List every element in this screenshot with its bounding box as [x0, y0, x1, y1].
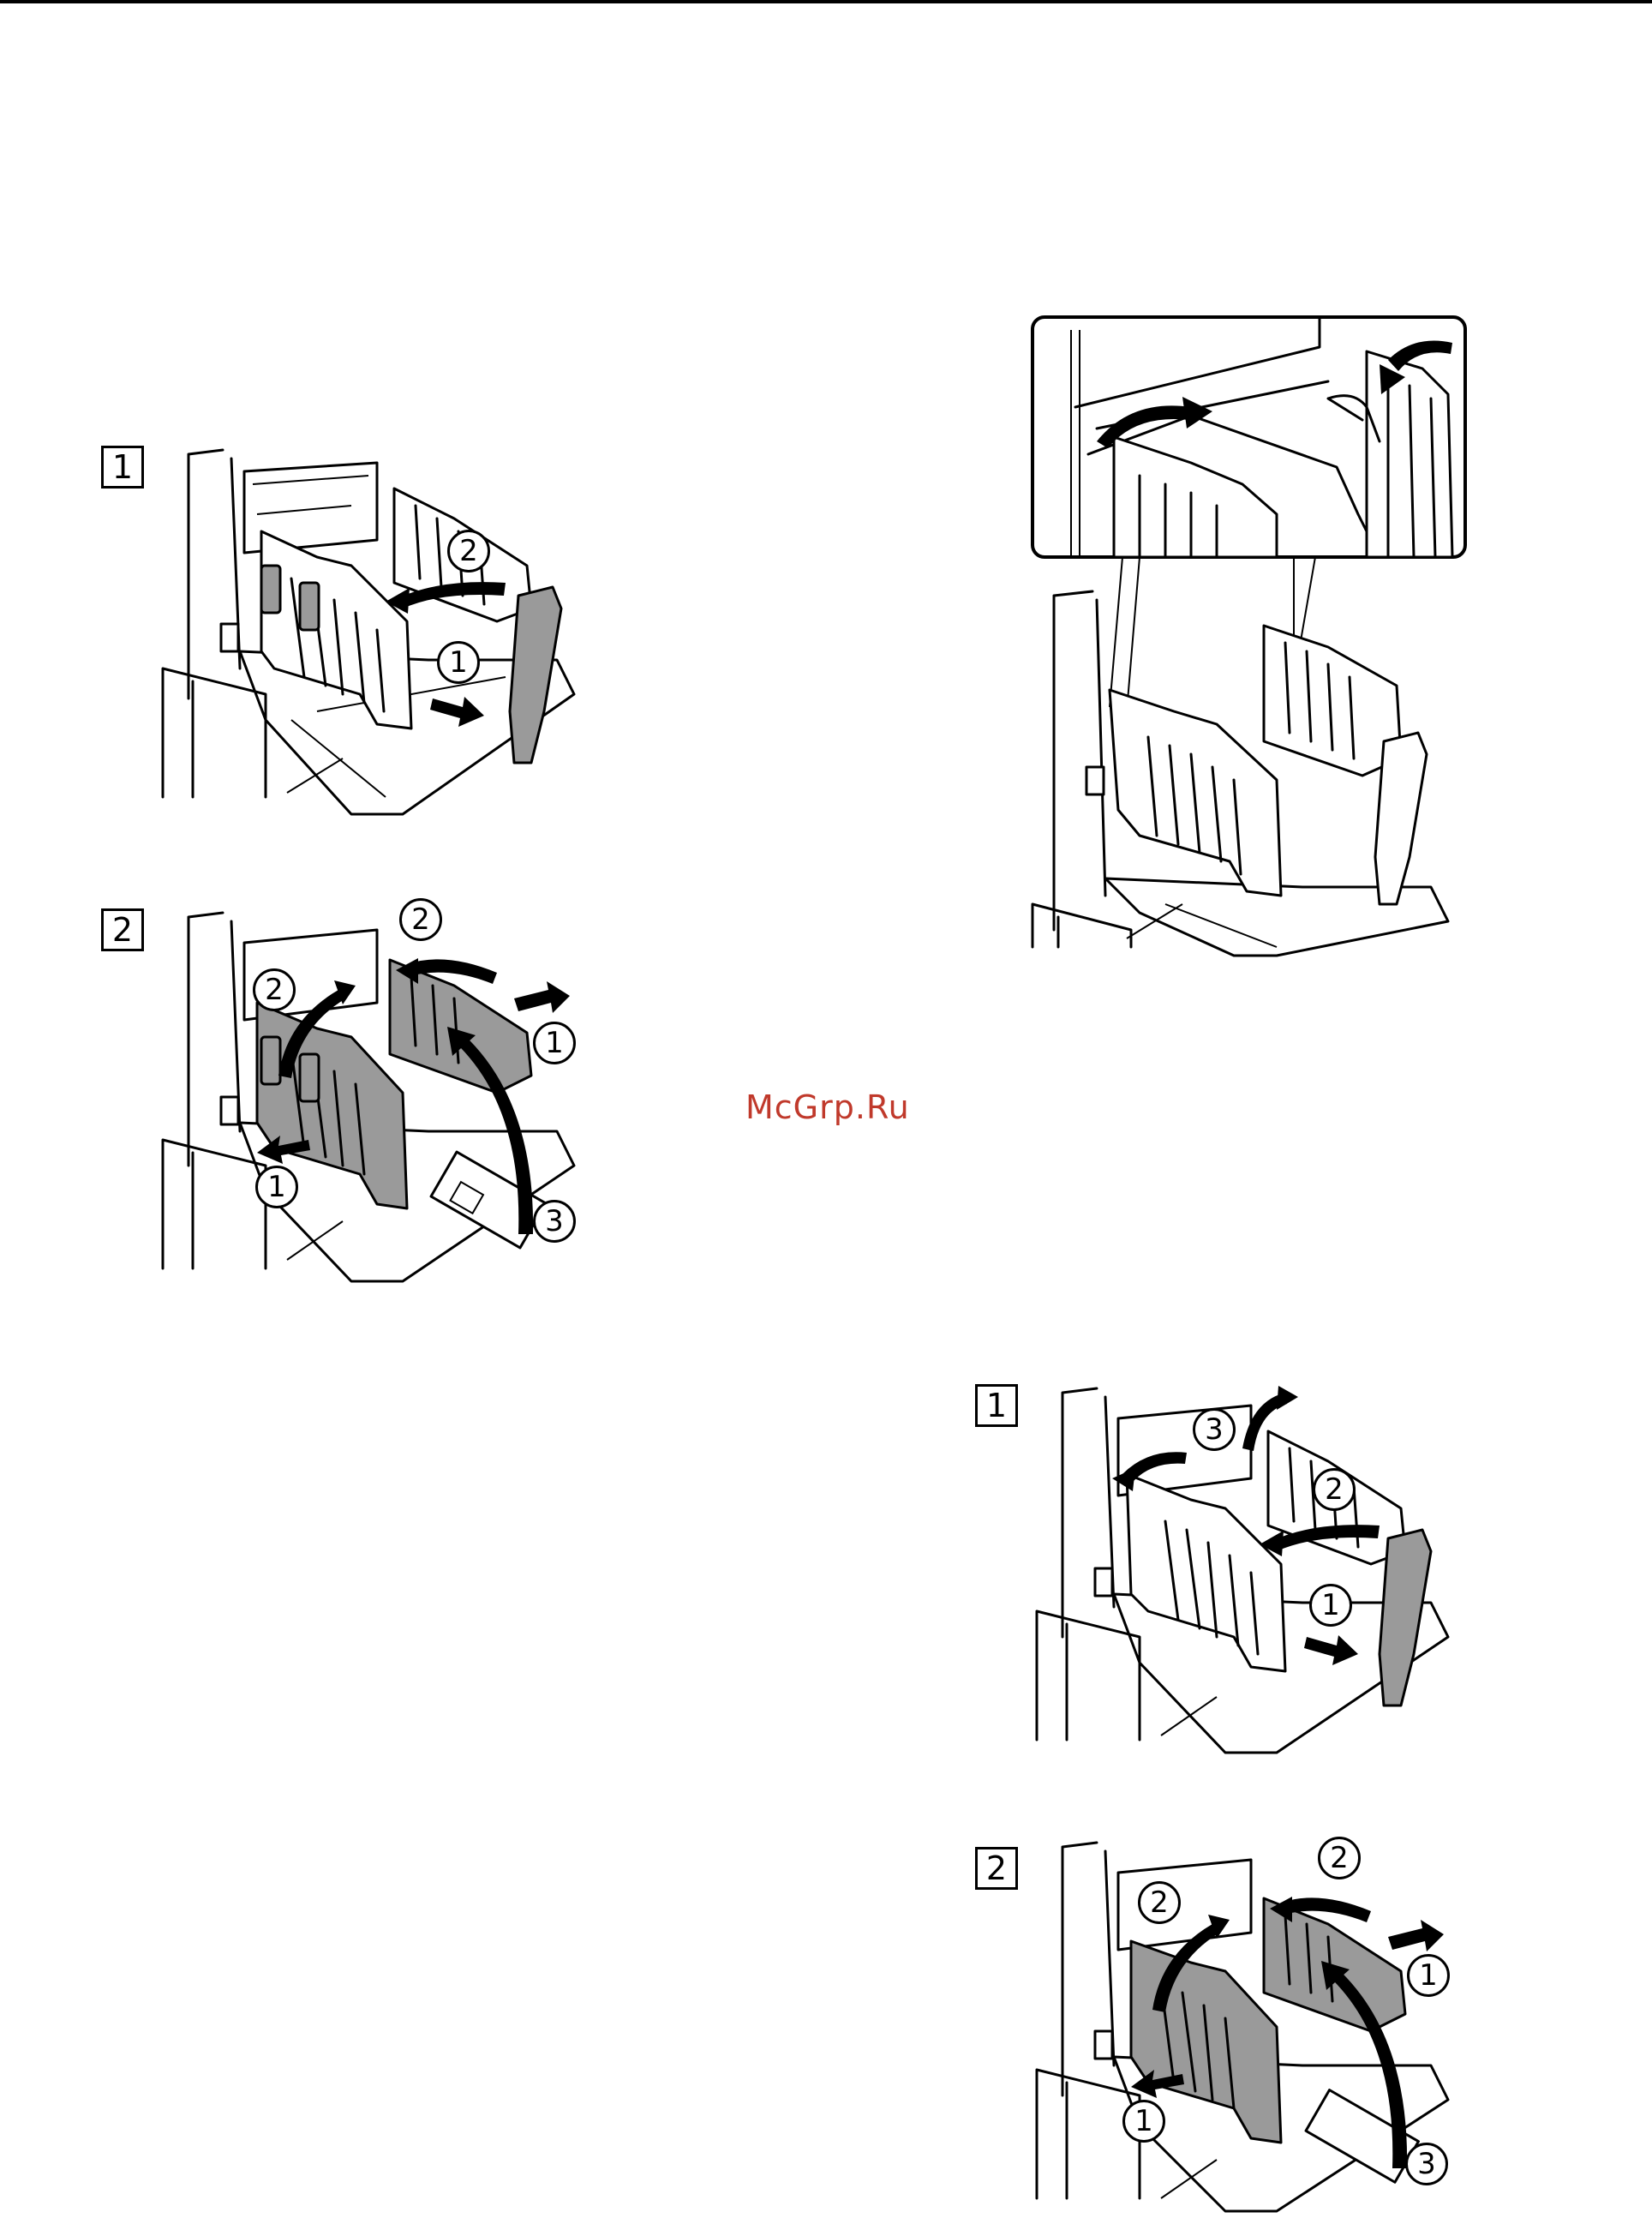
step-number-box: 2 [975, 1847, 1018, 1890]
callout-number: 1 [437, 641, 480, 684]
callout-number: 2 [1318, 1837, 1361, 1879]
top-rule [0, 0, 1652, 3]
callout-number: 1 [1407, 1954, 1450, 1997]
callout-number: 1 [1309, 1584, 1352, 1627]
illustration-paper-guides-step2-alt [968, 1821, 1465, 2224]
illustration-paper-guides-step2 [94, 891, 591, 1294]
callout-number: 2 [399, 898, 442, 941]
callout-number: 3 [533, 1200, 576, 1243]
figure-left-step-1: 1 1 2 [94, 437, 591, 840]
figure-right-step-1: 1 1 2 3 [968, 1367, 1465, 1770]
illustration-paper-guides-step1 [94, 437, 591, 840]
step-number-box: 1 [101, 446, 144, 489]
figure-left-step-2: 2 1 1 2 2 3 [94, 891, 591, 1294]
callout-number: 1 [533, 1022, 576, 1064]
callout-number: 3 [1193, 1408, 1236, 1451]
callout-number: 1 [1122, 2100, 1165, 2143]
figure-right-step-2: 2 1 1 2 2 3 [968, 1821, 1465, 2224]
callout-number: 2 [447, 530, 490, 572]
callout-number: 2 [1138, 1881, 1181, 1924]
callout-number: 2 [253, 968, 296, 1011]
callout-number: 1 [255, 1166, 298, 1208]
watermark-text: McGrp.Ru [745, 1088, 910, 1126]
illustration-paper-guides-detail [1020, 313, 1482, 964]
callout-number: 3 [1405, 2143, 1448, 2185]
figure-right-detail [1020, 313, 1482, 964]
step-number-box: 1 [975, 1384, 1018, 1427]
callout-number: 2 [1313, 1468, 1356, 1511]
step-number-box: 2 [101, 908, 144, 951]
